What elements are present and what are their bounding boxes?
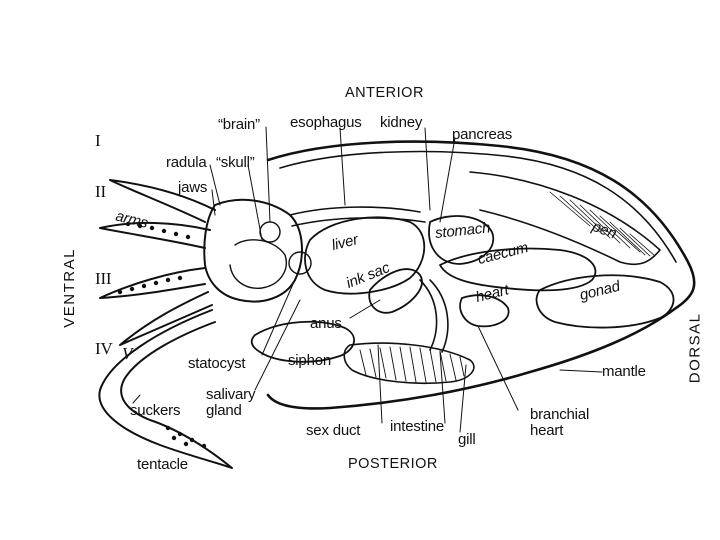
label-intestine: intestine [390,418,445,435]
arm-number-2: II [95,182,106,201]
label-skull: “skull” [216,154,255,171]
label-kidney: kidney [380,114,423,131]
pen-hatching [549,191,656,257]
label-ventral: VENTRAL [60,248,78,328]
label-brain: “brain” [218,116,260,133]
gonad-outline [535,274,675,329]
label-gill: gill [458,431,476,448]
label-anterior: ANTERIOR [345,85,424,101]
label-salivary-gland: salivary gland [206,386,256,419]
arm-number-1: I [95,131,101,150]
label-branchial-heart: branchial heart [530,406,590,439]
ink-sac-outline [368,268,423,314]
label-radula: radula [166,154,207,171]
arm-number-4: IV [95,339,113,358]
tentacle-5 [98,309,233,469]
label-mantle: mantle [602,363,646,380]
label-siphon: siphon [288,352,332,369]
caecum-outline [439,247,597,292]
arm-1 [109,179,216,223]
label-tentacle: tentacle [137,456,188,473]
label-sex-duct: sex duct [306,422,361,439]
arm-3 [99,267,206,299]
head-outline [203,198,303,303]
arm-number-3: III [95,269,112,288]
label-dorsal: DORSAL [686,312,704,384]
arm-2 [99,221,211,249]
label-jaws: jaws [178,179,208,196]
label-esophagus: esophagus [290,114,362,131]
liver-outline [304,216,426,295]
gill-outline [343,342,475,385]
arm-4 [119,291,213,346]
leader-lines [132,126,603,433]
siphon-outline [250,320,355,363]
label-suckers: suckers [130,402,181,419]
gill-filaments [359,346,465,383]
heart-outline [459,294,510,328]
mantle-outline [266,140,696,410]
pen-outline [469,171,661,266]
stomach-outline [428,215,495,265]
arm-number-5: V [122,344,133,363]
label-posterior: POSTERIOR [348,456,438,472]
label-statocyst: statocyst [188,355,246,372]
label-anus: anus [310,315,342,332]
label-pancreas: pancreas [452,126,513,143]
